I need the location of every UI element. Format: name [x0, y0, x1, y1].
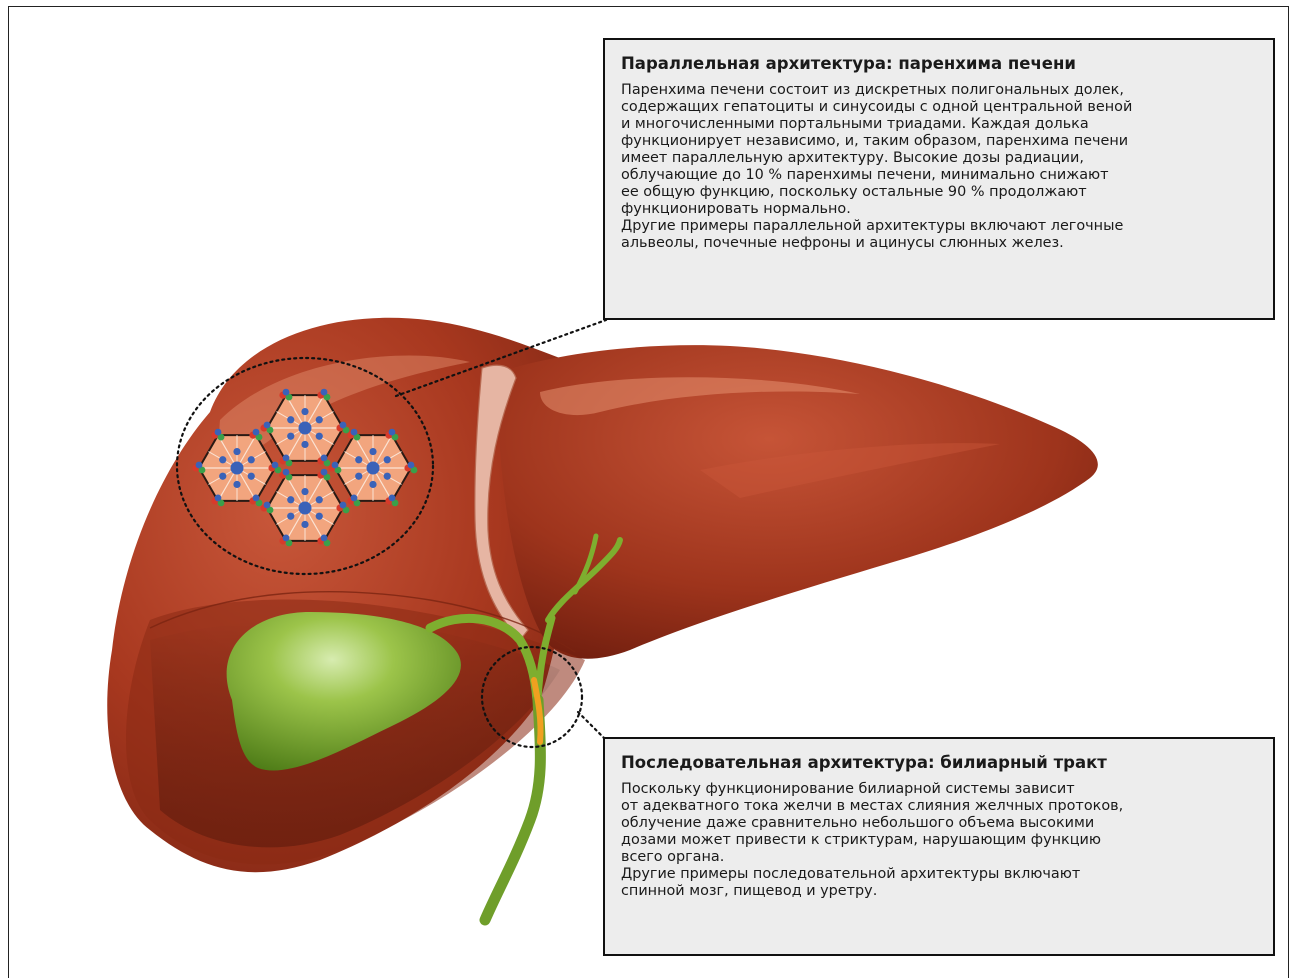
callout-serial-title: Последовательная архитектура: билиарный … — [621, 753, 1257, 773]
callout-parallel-line-10: альвеолы, почечные нефроны и ацинусы слю… — [621, 235, 1257, 252]
callout-serial-line-5: всего органа. — [621, 849, 1257, 866]
central-vein-dot — [299, 422, 312, 435]
sinusoid-node-dot — [355, 473, 362, 480]
callout-serial-line-3: облучение даже сравнительно небольшого о… — [621, 815, 1257, 832]
portal-vein-dot — [283, 389, 290, 396]
callout-parallel-line-4: функционирует независимо, и, таким образ… — [621, 133, 1257, 150]
sinusoid-node-dot — [248, 473, 255, 480]
callout-serial-line-7: спинной мозг, пищевод и уретру. — [621, 883, 1257, 900]
sinusoid-node-dot — [384, 473, 391, 480]
sinusoid-node-dot — [248, 456, 255, 463]
portal-vein-dot — [340, 502, 347, 509]
sinusoid-node-dot — [316, 433, 323, 440]
sinusoid-node-dot — [233, 481, 240, 488]
sinusoid-node-dot — [316, 513, 323, 520]
callout-parallel-line-2: содержащих гепатоциты и синусоиды с одно… — [621, 99, 1257, 116]
callout-serial-line-1: Поскольку функционирование билиарной сис… — [621, 781, 1257, 798]
sinusoid-node-dot — [219, 473, 226, 480]
portal-vein-dot — [283, 535, 290, 542]
sinusoid-node-dot — [384, 456, 391, 463]
portal-vein-dot — [253, 429, 260, 436]
portal-vein-dot — [253, 495, 260, 502]
callout-serial-line-2: от адекватного тока желчи в местах слиян… — [621, 798, 1257, 815]
sinusoid-node-dot — [316, 496, 323, 503]
callout-parallel-line-7: ее общую функцию, поскольку остальные 90… — [621, 184, 1257, 201]
portal-vein-dot — [215, 495, 222, 502]
portal-vein-dot — [332, 462, 339, 469]
callout-parallel-line-9: Другие примеры параллельной архитектуры … — [621, 218, 1257, 235]
portal-vein-dot — [340, 422, 347, 429]
callout-parallel-line-1: Паренхима печени состоит из дискретных п… — [621, 82, 1257, 99]
sinusoid-node-dot — [301, 408, 308, 415]
sinusoid-node-dot — [287, 496, 294, 503]
sinusoid-node-dot — [219, 456, 226, 463]
portal-vein-dot — [283, 469, 290, 476]
sinusoid-node-dot — [369, 448, 376, 455]
central-vein-dot — [299, 502, 312, 515]
callout-parallel-line-8: функционировать нормально. — [621, 201, 1257, 218]
portal-vein-dot — [264, 502, 271, 509]
portal-vein-dot — [283, 455, 290, 462]
portal-vein-dot — [321, 469, 328, 476]
sinusoid-node-dot — [287, 513, 294, 520]
central-vein-dot — [367, 462, 380, 475]
sinusoid-node-dot — [287, 433, 294, 440]
portal-vein-dot — [351, 495, 358, 502]
callout-parallel-line-3: и многочисленными портальными триадами. … — [621, 116, 1257, 133]
sinusoid-node-dot — [369, 481, 376, 488]
portal-vein-dot — [321, 535, 328, 542]
portal-vein-dot — [321, 389, 328, 396]
sinusoid-node-dot — [355, 456, 362, 463]
sinusoid-node-dot — [301, 488, 308, 495]
callout-parallel-line-6: облучающие до 10 % паренхимы печени, мин… — [621, 167, 1257, 184]
portal-vein-dot — [264, 422, 271, 429]
sinusoid-node-dot — [233, 448, 240, 455]
portal-vein-dot — [389, 429, 396, 436]
sinusoid-node-dot — [301, 441, 308, 448]
sinusoid-node-dot — [316, 416, 323, 423]
callout-serial-line-6: Другие примеры последовательной архитект… — [621, 866, 1257, 883]
portal-vein-dot — [408, 462, 415, 469]
callout-parallel-architecture: Параллельная архитектура: паренхима пече… — [603, 38, 1275, 320]
portal-vein-dot — [196, 462, 203, 469]
central-vein-dot — [231, 462, 244, 475]
portal-vein-dot — [272, 462, 279, 469]
portal-vein-dot — [321, 455, 328, 462]
sinusoid-node-dot — [287, 416, 294, 423]
callout-serial-architecture: Последовательная архитектура: билиарный … — [603, 737, 1275, 956]
portal-vein-dot — [351, 429, 358, 436]
portal-vein-dot — [389, 495, 396, 502]
sinusoid-node-dot — [301, 521, 308, 528]
callout-parallel-title: Параллельная архитектура: паренхима пече… — [621, 54, 1257, 74]
callout-parallel-line-5: имеет параллельную архитектуру. Высокие … — [621, 150, 1257, 167]
callout-serial-line-4: дозами может привести к стриктурам, нару… — [621, 832, 1257, 849]
portal-vein-dot — [215, 429, 222, 436]
leader-line-serial — [578, 712, 606, 740]
